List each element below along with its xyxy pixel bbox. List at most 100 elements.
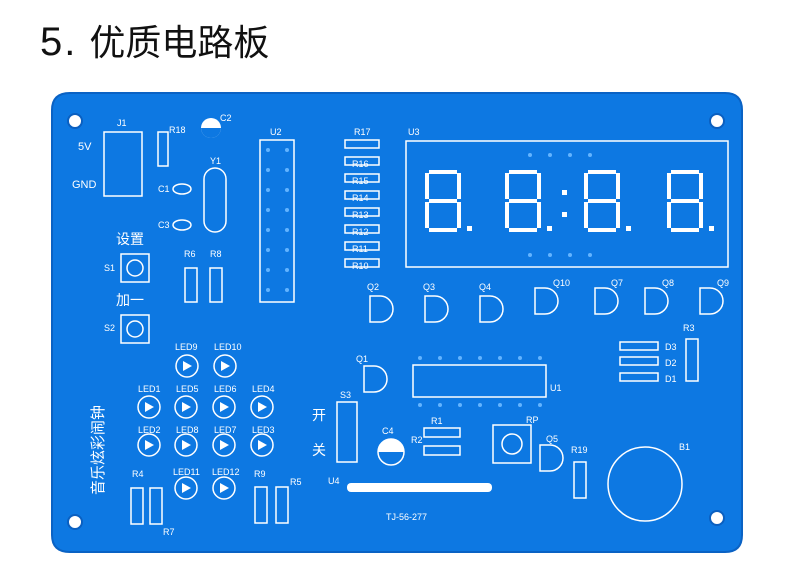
r1-resistor [423, 427, 461, 438]
q9-label: Q9 [717, 278, 729, 288]
d1-diode [619, 372, 659, 382]
led11-label: LED11 [173, 467, 200, 477]
r15-label: R15 [352, 176, 369, 186]
q8-transistor [644, 287, 669, 315]
s2-label: S2 [104, 323, 115, 333]
q3-label: Q3 [423, 282, 435, 292]
r14-label: R14 [352, 193, 369, 203]
led2-label: LED2 [138, 425, 161, 435]
title-separator: . [64, 20, 76, 64]
add-label: 加一 [116, 293, 144, 309]
r5-resistor [275, 486, 289, 524]
r5-label: R5 [290, 477, 302, 487]
y1-crystal [203, 167, 227, 233]
q2-transistor [369, 295, 394, 323]
pcb-board [51, 92, 743, 553]
set-label: 设置 [116, 232, 144, 248]
r10-label: R10 [352, 261, 369, 271]
q8-label: Q8 [662, 278, 674, 288]
r7-resistor [149, 487, 163, 525]
s2-button [120, 314, 150, 344]
r19-label: R19 [571, 445, 588, 455]
led-array [137, 354, 274, 500]
q1-transistor [363, 365, 388, 393]
led7-label: LED7 [214, 425, 237, 435]
d3-diode [619, 341, 659, 351]
led4-label: LED4 [252, 384, 275, 394]
r6-resistor [184, 267, 198, 303]
q7-label: Q7 [611, 278, 623, 288]
mounting-hole [709, 510, 725, 526]
q10-transistor [534, 287, 559, 315]
led9-label: LED9 [175, 342, 198, 352]
led12-label: LED12 [212, 467, 240, 477]
led6-label: LED6 [214, 384, 237, 394]
q4-transistor [479, 295, 504, 323]
c3-capacitor [172, 219, 192, 231]
r3-label: R3 [683, 323, 695, 333]
mounting-hole [709, 113, 725, 129]
j1-connector [103, 131, 143, 197]
r4-resistor [130, 487, 144, 525]
r11-label: R11 [352, 244, 368, 254]
r9-resistor [254, 486, 268, 524]
s1-label: S1 [104, 263, 115, 273]
q5-label: Q5 [546, 434, 558, 444]
r12-label: R12 [352, 227, 369, 237]
d2-diode [619, 356, 659, 366]
u1-chip [412, 364, 547, 398]
mounting-hole [67, 514, 83, 530]
q3-transistor [424, 295, 449, 323]
b1-label: B1 [679, 442, 690, 452]
u2-chip [259, 139, 295, 303]
r6-label: R6 [184, 249, 196, 259]
r2-resistor [423, 445, 461, 456]
r18-label: R18 [169, 125, 186, 135]
r19-resistor [573, 461, 587, 499]
r7-label: R7 [163, 527, 175, 537]
page-title: 5 . 优质电路板 [40, 14, 269, 64]
q2-label: Q2 [367, 282, 379, 292]
board-id-label: TJ-56-277 [386, 512, 427, 522]
title-number: 5 [40, 20, 63, 64]
s1-button [120, 253, 150, 283]
r13-label: R13 [352, 210, 369, 220]
r9-label: R9 [254, 469, 266, 479]
q1-label: Q1 [356, 354, 368, 364]
c4-label: C4 [382, 426, 394, 436]
s3-label: S3 [340, 390, 351, 400]
r17-label: R17 [354, 127, 371, 137]
q4-label: Q4 [479, 282, 491, 292]
gnd-label: GND [72, 179, 97, 191]
d2-label: D2 [665, 358, 677, 368]
r8-label: R8 [210, 249, 222, 259]
y1-label: Y1 [210, 156, 221, 166]
led5-label: LED5 [176, 384, 199, 394]
title-text: 优质电路板 [89, 23, 270, 64]
r8-resistor [209, 267, 223, 303]
s3-switch [336, 401, 358, 463]
u1-label: U1 [550, 383, 562, 393]
u3-display [405, 140, 729, 268]
j1-label: J1 [117, 118, 127, 128]
r2-label: R2 [411, 435, 423, 445]
c3-label: C3 [158, 220, 170, 230]
q10-label: Q10 [553, 278, 570, 288]
r4-label: R4 [132, 469, 144, 479]
r1-label: R1 [431, 416, 443, 426]
rp-potentiometer [492, 424, 532, 464]
q7-transistor [594, 287, 619, 315]
r3-resistor [685, 338, 699, 382]
u4-slot [347, 483, 492, 492]
open-label: 开 [312, 408, 326, 424]
vertical-title-label: 音乐炫彩闹钟 [89, 405, 107, 495]
u4-label: U4 [328, 476, 340, 486]
d1-label: D1 [665, 374, 677, 384]
c1-label: C1 [158, 184, 170, 194]
rp-label: RP [526, 415, 539, 425]
mounting-hole [67, 113, 83, 129]
c1-capacitor [172, 183, 192, 195]
b1-buzzer [607, 446, 683, 522]
5v-label: 5V [78, 141, 92, 153]
